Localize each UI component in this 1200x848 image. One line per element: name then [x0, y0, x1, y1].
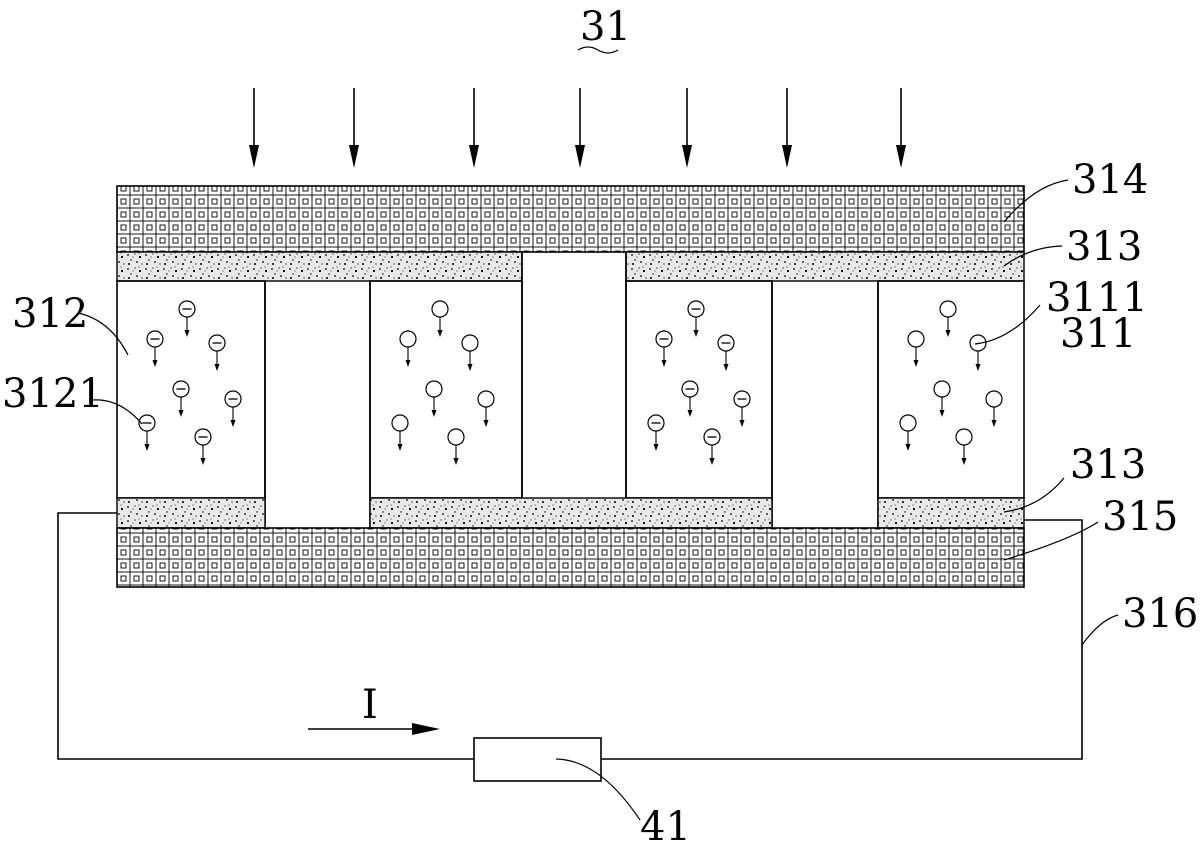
leader-313-bottom [1003, 477, 1065, 513]
current-arrowhead [412, 723, 440, 735]
leader-3111 [974, 304, 1041, 345]
electron-particle [717, 334, 735, 371]
particles [138, 300, 1003, 465]
label-311: 311 [1060, 311, 1136, 357]
electron-particle [681, 380, 699, 417]
electron-particle [907, 330, 925, 367]
current-label: I [362, 682, 378, 728]
electron-particle [933, 380, 951, 417]
label-3111: 3111 [1046, 275, 1148, 321]
electron-particle [985, 390, 1003, 427]
layer-315-grid [116, 527, 1025, 588]
title-label: 31 [580, 4, 631, 50]
layer-313-top-right [625, 251, 1025, 282]
electron-particle [138, 414, 156, 451]
leader-315 [1003, 521, 1099, 561]
electron-particle [703, 428, 721, 465]
electron-particle [733, 390, 751, 427]
electron-particle [178, 300, 196, 337]
electron-particle [447, 428, 465, 465]
incident-arrow [469, 88, 479, 168]
label-313-bottom: 313 [1070, 442, 1146, 488]
layer-314-grid [116, 185, 1025, 253]
label-315: 315 [1102, 494, 1178, 540]
electron-particle [655, 330, 673, 367]
electron-particle [224, 390, 242, 427]
label-41: 41 [640, 804, 691, 848]
electron-particle [391, 414, 409, 451]
electron-particle [939, 300, 957, 337]
leader-316 [1081, 614, 1119, 646]
leader-41 [555, 758, 641, 821]
electron-particle [477, 390, 495, 427]
leader-3121 [91, 399, 143, 425]
leader-314 [1003, 179, 1069, 223]
title-tilde [577, 46, 619, 54]
incident-arrows [249, 88, 906, 168]
layer-313-bottom-left [116, 497, 266, 529]
wire-316-right [601, 519, 1083, 760]
electron-particle [687, 300, 705, 337]
incident-arrow [349, 88, 359, 168]
electron-particle [955, 428, 973, 465]
leader-312 [77, 312, 129, 356]
label-3121: 3121 [2, 371, 104, 417]
electron-particle [194, 428, 212, 465]
incident-arrow [682, 88, 692, 168]
electron-particle [899, 414, 917, 451]
incident-arrow [575, 88, 585, 168]
electron-particle [431, 300, 449, 337]
label-314: 314 [1072, 157, 1148, 203]
incident-arrow [782, 88, 792, 168]
layer-313-top-left [116, 251, 523, 282]
electron-particle [146, 330, 164, 367]
load-41-box [473, 737, 602, 782]
incident-arrow [249, 88, 259, 168]
electron-particle [969, 334, 987, 371]
electron-particle [647, 414, 665, 451]
cells [116, 280, 1025, 499]
layer-313-bottom-right [877, 497, 1025, 529]
electron-particle [208, 334, 226, 371]
layer-313-bottom-middle [369, 497, 773, 529]
label-312: 312 [12, 291, 88, 337]
label-316: 316 [1122, 591, 1198, 637]
label-313-top: 313 [1066, 224, 1142, 270]
incident-arrow [896, 88, 906, 168]
electron-particle [461, 334, 479, 371]
wire-316-left [57, 512, 474, 760]
electron-particle [172, 380, 190, 417]
leader-313-top [1003, 245, 1063, 267]
electron-particle [425, 380, 443, 417]
electron-particle [399, 330, 417, 367]
